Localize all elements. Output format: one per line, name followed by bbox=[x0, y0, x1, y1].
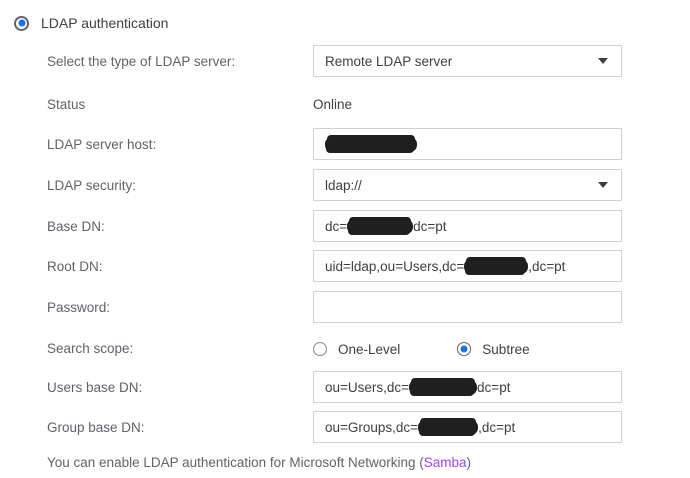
row-label-users-base-dn: Users base DN: bbox=[47, 380, 143, 395]
samba-note-text-before: You can enable LDAP authentication for M… bbox=[47, 455, 424, 470]
redaction-bar bbox=[418, 418, 479, 437]
root-dn-prefix: uid=ldap,ou=Users,dc= bbox=[325, 259, 465, 274]
ldap-server-host-input[interactable] bbox=[313, 128, 622, 160]
ldap-security-value: ldap:// bbox=[325, 178, 362, 193]
subtree-label: Subtree bbox=[482, 341, 530, 357]
chevron-down-icon bbox=[598, 182, 608, 188]
row-status: Status Online bbox=[0, 88, 690, 122]
row-label-ldap-security: LDAP security: bbox=[47, 178, 137, 193]
one-level-label: One-Level bbox=[338, 341, 401, 357]
base-dn-suffix: dc=pt bbox=[413, 219, 447, 234]
search-scope-option-one-level[interactable]: One-Level bbox=[313, 342, 400, 357]
server-type-select[interactable]: Remote LDAP server bbox=[313, 45, 622, 77]
row-control-ldap-security: ldap:// bbox=[313, 169, 622, 203]
base-dn-prefix: dc= bbox=[325, 219, 348, 234]
users-base-dn-input[interactable]: ou=Users,dc= dc=pt bbox=[313, 371, 622, 403]
users-base-dn-prefix: ou=Users,dc= bbox=[325, 380, 410, 395]
group-base-dn-prefix: ou=Groups,dc= bbox=[325, 420, 419, 435]
search-scope-option-subtree[interactable]: Subtree bbox=[457, 341, 530, 357]
base-dn-input[interactable]: dc= dc=pt bbox=[313, 210, 622, 242]
ldap-security-select[interactable]: ldap:// bbox=[313, 169, 622, 201]
row-control-search-scope: One-Level Subtree bbox=[313, 332, 622, 366]
redaction-bar bbox=[409, 378, 478, 397]
redaction-bar bbox=[347, 217, 414, 236]
row-control-server-type: Remote LDAP server bbox=[313, 45, 622, 79]
ldap-authentication-label: LDAP authentication bbox=[41, 15, 169, 31]
chevron-down-icon bbox=[598, 58, 608, 64]
row-control-root-dn: uid=ldap,ou=Users,dc= ,dc=pt bbox=[313, 250, 622, 284]
row-ldap-security: LDAP security: ldap:// bbox=[0, 169, 690, 203]
search-scope-radio-group: One-Level Subtree bbox=[313, 332, 560, 366]
group-base-dn-input[interactable]: ou=Groups,dc= ,dc=pt bbox=[313, 411, 622, 443]
redaction-bar bbox=[325, 135, 417, 154]
row-label-ldap-server-host: LDAP server host: bbox=[47, 137, 157, 152]
password-input[interactable] bbox=[313, 291, 622, 323]
one-level-radio[interactable] bbox=[313, 342, 327, 356]
row-ldap-server-host: LDAP server host: bbox=[0, 128, 690, 162]
row-control-group-base-dn: ou=Groups,dc= ,dc=pt bbox=[313, 411, 622, 445]
row-control-password bbox=[313, 291, 622, 325]
row-label-server-type: Select the type of LDAP server: bbox=[47, 54, 236, 69]
row-group-base-dn: Group base DN: ou=Groups,dc= ,dc=pt bbox=[0, 411, 690, 445]
subtree-radio[interactable] bbox=[457, 342, 472, 356]
row-label-search-scope: Search scope: bbox=[47, 341, 134, 356]
ldap-authentication-radio[interactable] bbox=[14, 15, 29, 31]
root-dn-value: uid=ldap,ou=Users,dc= ,dc=pt bbox=[325, 251, 565, 283]
base-dn-value: dc= dc=pt bbox=[325, 211, 447, 243]
root-dn-input[interactable]: uid=ldap,ou=Users,dc= ,dc=pt bbox=[313, 250, 622, 282]
row-label-group-base-dn: Group base DN: bbox=[47, 420, 145, 435]
row-label-status: Status bbox=[47, 97, 86, 112]
row-server-type: Select the type of LDAP server: Remote L… bbox=[0, 45, 690, 79]
status-value: Online bbox=[313, 97, 353, 112]
server-type-value: Remote LDAP server bbox=[325, 54, 453, 69]
ldap-authentication-section-toggle[interactable]: LDAP authentication bbox=[14, 13, 168, 33]
row-password: Password: bbox=[0, 291, 690, 325]
samba-note: You can enable LDAP authentication for M… bbox=[47, 455, 471, 470]
row-label-password: Password: bbox=[47, 300, 111, 315]
users-base-dn-suffix: dc=pt bbox=[477, 380, 511, 395]
row-users-base-dn: Users base DN: ou=Users,dc= dc=pt bbox=[0, 371, 690, 405]
group-base-dn-value: ou=Groups,dc= ,dc=pt bbox=[325, 412, 515, 444]
row-search-scope: Search scope: One-Level Subtree bbox=[0, 332, 690, 366]
users-base-dn-value: ou=Users,dc= dc=pt bbox=[325, 372, 510, 404]
row-control-ldap-server-host bbox=[313, 128, 622, 162]
row-label-base-dn: Base DN: bbox=[47, 219, 105, 234]
row-label-root-dn: Root DN: bbox=[47, 259, 103, 274]
redaction-bar bbox=[464, 257, 529, 276]
ldap-server-host-value bbox=[325, 129, 417, 161]
row-control-users-base-dn: ou=Users,dc= dc=pt bbox=[313, 371, 622, 405]
row-root-dn: Root DN: uid=ldap,ou=Users,dc= ,dc=pt bbox=[0, 250, 690, 284]
samba-note-text-after: ) bbox=[466, 455, 472, 470]
group-base-dn-suffix: ,dc=pt bbox=[478, 420, 516, 435]
samba-link[interactable]: Samba bbox=[423, 455, 467, 470]
row-control-base-dn: dc= dc=pt bbox=[313, 210, 622, 244]
row-base-dn: Base DN: dc= dc=pt bbox=[0, 210, 690, 244]
root-dn-suffix: ,dc=pt bbox=[528, 259, 566, 274]
